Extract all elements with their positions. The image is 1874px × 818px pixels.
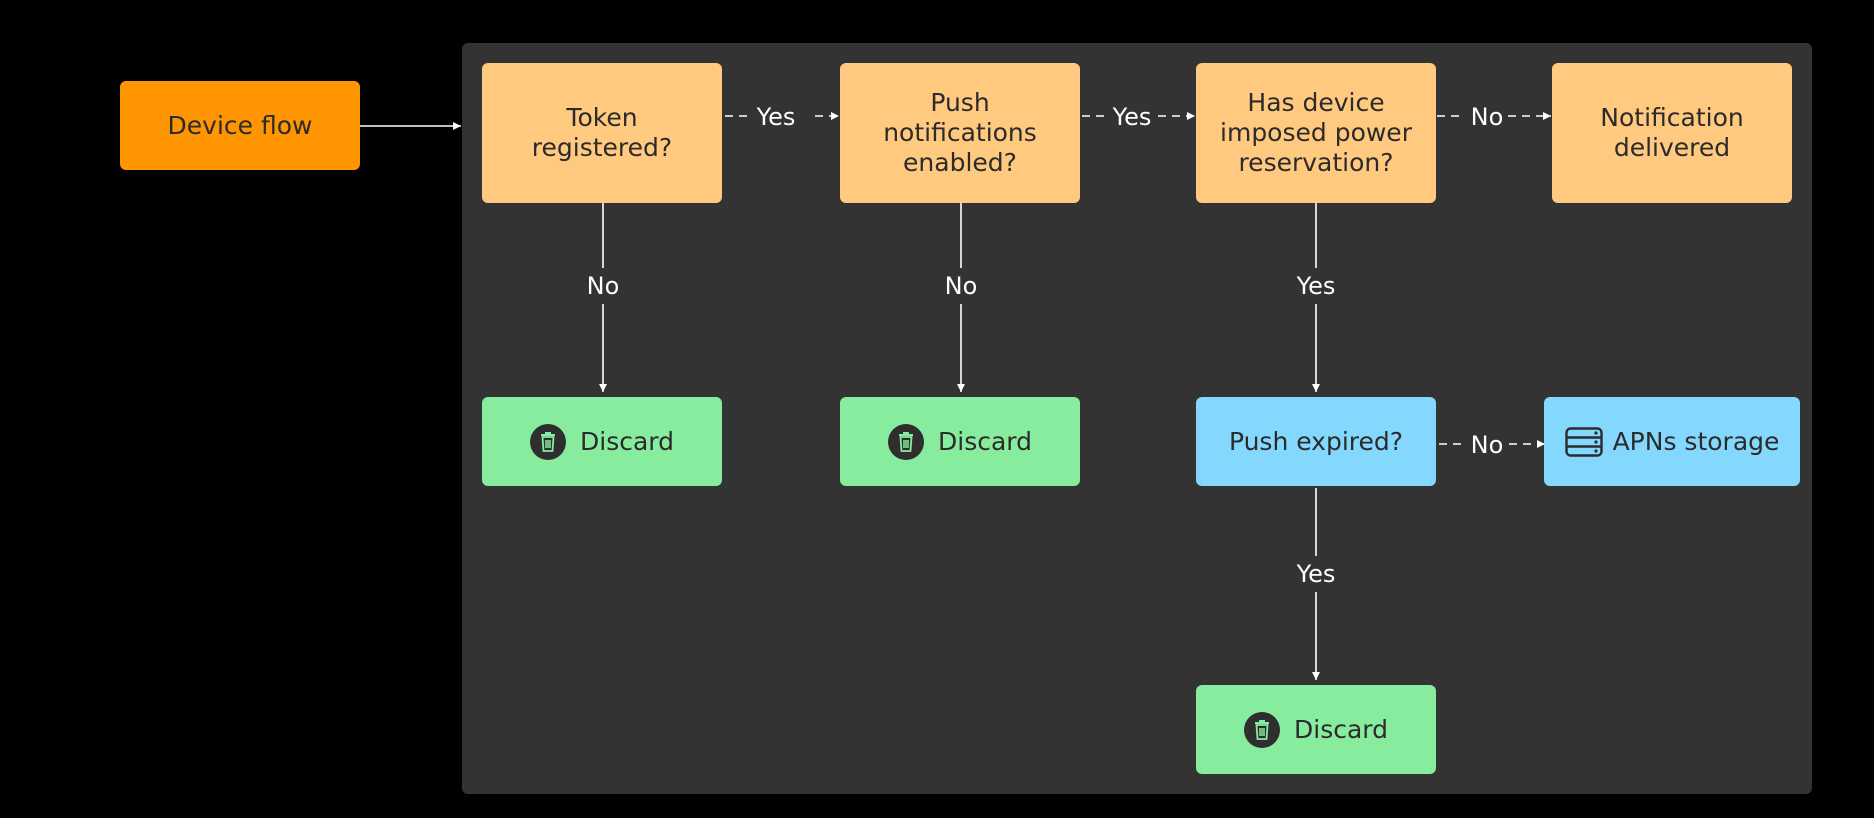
node-power-reservation: Has device imposed power reservation?: [1196, 63, 1436, 203]
node-push-enabled-label: Push notifications enabled?: [883, 88, 1037, 177]
node-power-reservation-label: Has device imposed power reservation?: [1220, 88, 1412, 177]
trash-icon: [888, 423, 924, 460]
edge-label-expired-yes: Yes: [1296, 560, 1336, 588]
node-push-expired-label: Push expired?: [1228, 426, 1404, 456]
edge-push-yes: Yes: [1082, 103, 1195, 131]
node-discard-push-label: Discard: [938, 426, 1032, 456]
node-notification-delivered: Notification delivered: [1552, 63, 1792, 203]
node-discard-token: Discard: [482, 397, 722, 486]
node-discard-expired: Discard: [1196, 685, 1436, 774]
edge-push-no: No: [945, 203, 978, 392]
node-discard-push: Discard: [840, 397, 1080, 486]
node-push-expired: Push expired?: [1196, 397, 1436, 486]
node-apns-storage-label: APNs storage: [1612, 426, 1780, 456]
node-device-flow: Device flow: [120, 81, 360, 170]
node-discard-token-label: Discard: [580, 426, 674, 456]
node-apns-storage: APNs storage: [1544, 397, 1800, 486]
edge-label-power-yes: Yes: [1296, 272, 1336, 300]
node-token-registered: Token registered?: [482, 63, 722, 203]
edge-label-expired-no: No: [1471, 431, 1504, 459]
edge-token-yes: Yes: [725, 103, 839, 131]
edge-label-push-no: No: [945, 272, 978, 300]
trash-icon: [530, 423, 566, 460]
node-push-enabled: Push notifications enabled?: [840, 63, 1080, 203]
node-token-registered-label: Token registered?: [531, 103, 673, 162]
edge-label-token-no: No: [587, 272, 620, 300]
node-notification-delivered-label: Notification delivered: [1600, 103, 1744, 162]
edge-label-push-yes: Yes: [1112, 103, 1152, 131]
server-storage-icon: [1564, 426, 1603, 457]
trash-icon: [1244, 711, 1280, 748]
edge-label-power-no: No: [1471, 103, 1504, 131]
edge-token-no: No: [587, 203, 620, 392]
edge-power-yes: Yes: [1296, 203, 1336, 392]
edge-expired-yes: Yes: [1296, 488, 1336, 680]
node-device-flow-label: Device flow: [167, 110, 313, 140]
edge-label-token-yes: Yes: [756, 103, 796, 131]
edge-expired-no: No: [1439, 431, 1545, 459]
edge-power-no: No: [1437, 103, 1551, 131]
node-discard-expired-label: Discard: [1294, 714, 1388, 744]
